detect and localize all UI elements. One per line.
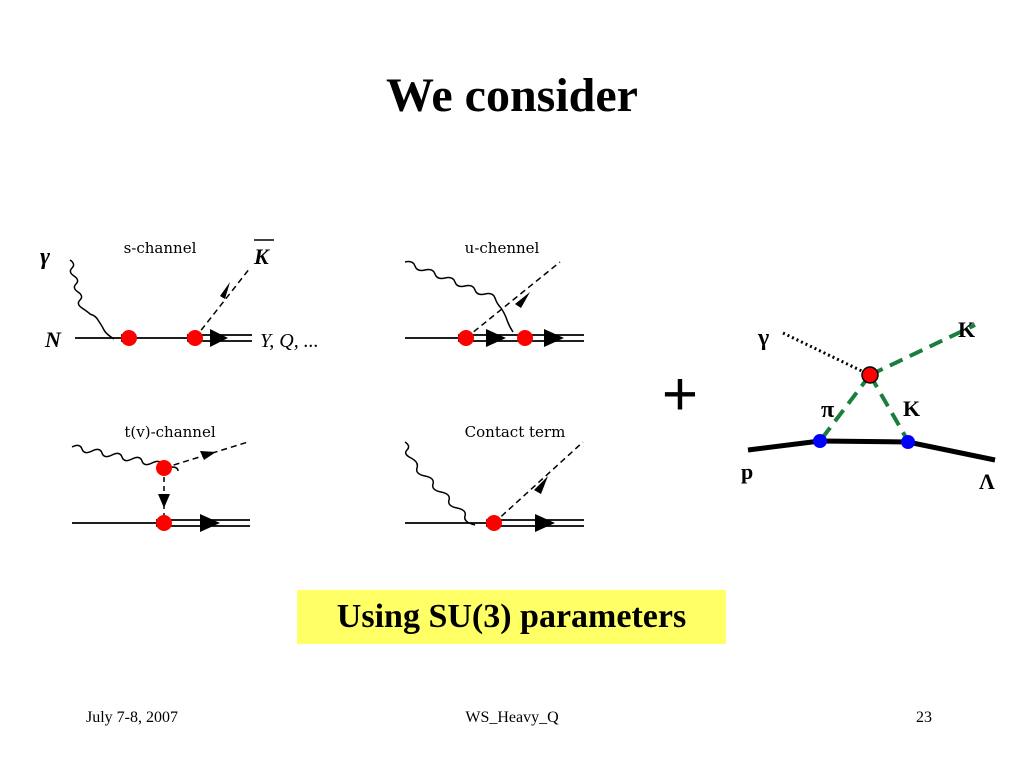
slide-title: We consider (386, 69, 638, 122)
loop-kaon-out-label: K (958, 317, 975, 342)
t-kaon-arrow (200, 451, 216, 460)
u-kaon-line (465, 261, 561, 339)
su3-highlight-box: Using SU(3) parameters (297, 590, 726, 644)
s-channel-caption: s-channel (124, 239, 197, 257)
u-vertex-2 (517, 330, 533, 346)
loop-photon-line (782, 331, 871, 377)
t-channel-caption: t(v)-channel (124, 423, 215, 441)
s-photon-line (69, 259, 115, 340)
s-photon-label: γ (40, 244, 50, 270)
contact-photon-line (404, 441, 476, 526)
s-kaon-label: K (253, 244, 270, 269)
loop-vertex-right (901, 435, 915, 449)
s-vertex-1 (121, 330, 137, 346)
t-exchange-arrow (158, 494, 170, 508)
footer-center-text: WS_Heavy_Q (465, 709, 559, 726)
loop-vertex-top (861, 366, 879, 384)
contact-kaon-arrow (534, 476, 548, 494)
u-mid-arrow (486, 329, 506, 347)
contact-out-arrow (535, 514, 555, 532)
loop-lambda-label: Λ (979, 469, 995, 494)
s-channel-diagram: s-channel γ K N Y, Q, ... (40, 239, 319, 352)
contact-term-diagram: Contact term (404, 423, 584, 532)
t-vertex-2 (156, 515, 172, 531)
contact-vertex (486, 515, 502, 531)
s-kaon-arrow (220, 282, 230, 299)
t-out-arrow (200, 514, 220, 532)
t-vertex-1 (156, 460, 172, 476)
loop-proton-label: p (741, 459, 753, 484)
s-vertex-2 (187, 330, 203, 346)
footer-date: July 7-8, 2007 (86, 709, 178, 726)
contact-kaon-line (493, 441, 584, 524)
loop-vertex-left (813, 434, 827, 448)
s-kaon-line (194, 267, 251, 339)
loop-photon-label: γ (757, 325, 769, 351)
s-nucleon-label: N (44, 327, 62, 352)
meson-loop-diagram: γ K π K p Λ (741, 317, 996, 494)
u-out-arrow (544, 329, 564, 347)
loop-kaon-line (868, 374, 910, 442)
loop-kaon-label: K (903, 396, 920, 421)
s-final-label: Y, Q, ... (260, 330, 319, 352)
s-out-arrow (210, 329, 228, 347)
loop-pion-line (818, 373, 872, 443)
loop-baryon-line (747, 438, 996, 463)
u-channel-diagram: u-chennel (404, 239, 584, 347)
plus-sign: + (662, 360, 698, 429)
u-vertex-1 (458, 330, 474, 346)
contact-caption: Contact term (465, 423, 566, 441)
loop-pion-label: π (821, 397, 834, 423)
u-kaon-arrow (515, 292, 530, 308)
loop-kaon-out-line (869, 323, 976, 377)
u-channel-caption: u-chennel (465, 239, 540, 257)
u-photon-line (404, 260, 514, 333)
t-channel-diagram: t(v)-channel (71, 423, 250, 532)
su3-highlight-text: Using SU(3) parameters (336, 598, 687, 635)
footer-page-number: 23 (916, 709, 932, 726)
